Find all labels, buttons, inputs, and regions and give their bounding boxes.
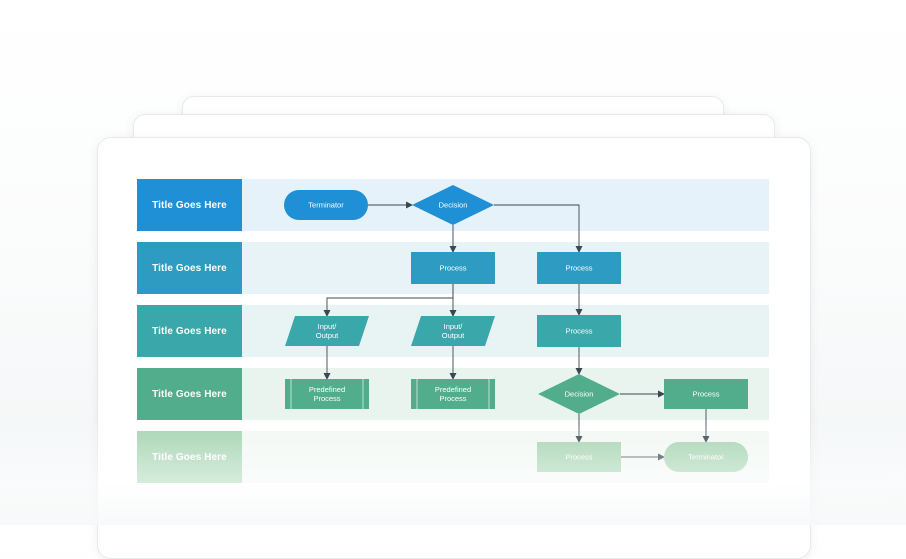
- io-2-label: Input/: [444, 322, 464, 331]
- lane-2-background: [241, 242, 769, 294]
- io-2-input-output-node: Input/Output: [411, 316, 495, 346]
- process-4-label: Process: [692, 390, 719, 399]
- predef-1-label: Process: [313, 394, 340, 403]
- lane-3-title: Title Goes Here: [137, 305, 242, 357]
- terminator-2-terminator-node: Terminator: [664, 442, 748, 472]
- predef-2-label: Predefined: [435, 385, 471, 394]
- process-3-label: Process: [565, 327, 592, 336]
- predef-1-shape: [285, 379, 369, 409]
- io-1-label: Output: [316, 331, 339, 340]
- terminator-2-label: Terminator: [688, 453, 724, 462]
- io-1-input-output-node: Input/Output: [285, 316, 369, 346]
- decision-1-label: Decision: [439, 201, 468, 210]
- predef-2-shape: [411, 379, 495, 409]
- io-1-label: Input/: [318, 322, 338, 331]
- process-1-label: Process: [439, 264, 466, 273]
- process-3-shape: [537, 315, 621, 347]
- diagram-stage: Title Goes Here Title Goes Here Title Go…: [0, 96, 906, 559]
- process-2-shape: [537, 252, 621, 284]
- io-2-label: Output: [442, 331, 465, 340]
- decision-2-shape: [538, 374, 620, 414]
- io-1-shape: [285, 316, 369, 346]
- process-5-label: Process: [565, 453, 592, 462]
- decision-2-label: Decision: [565, 390, 594, 399]
- lane-2-title: Title Goes Here: [137, 242, 242, 294]
- connector-decision-1-to-process-2: [494, 204, 583, 253]
- process-2-process-node: Process: [537, 252, 621, 284]
- connector-process-1-to-io-1: [323, 284, 454, 317]
- process-1-shape: [411, 252, 495, 284]
- process-3-process-node: Process: [537, 315, 621, 347]
- lane-1-title: Title Goes Here: [137, 179, 242, 231]
- terminator-1-shape: [284, 190, 368, 220]
- decision-1-shape: [412, 185, 494, 225]
- decision-1-decision-node: Decision: [412, 185, 494, 225]
- process-4-shape: [664, 379, 748, 409]
- predef-1-label: Predefined: [309, 385, 345, 394]
- process-2-label: Process: [565, 264, 592, 273]
- terminator-1-label: Terminator: [308, 201, 344, 210]
- terminator-1-terminator-node: Terminator: [284, 190, 368, 220]
- decision-2-decision-node: Decision: [538, 374, 620, 414]
- io-2-shape: [411, 316, 495, 346]
- lane-4-title: Title Goes Here: [137, 368, 242, 420]
- process-1-process-node: Process: [411, 252, 495, 284]
- process-4-process-node: Process: [664, 379, 748, 409]
- process-5-process-node: Process: [537, 442, 621, 472]
- predef-2-label: Process: [439, 394, 466, 403]
